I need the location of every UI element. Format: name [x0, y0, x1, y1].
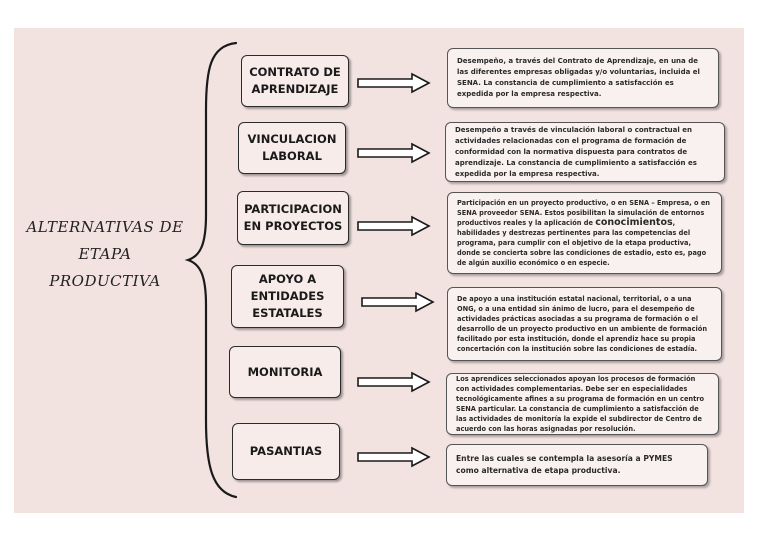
description-text: Desempeño a través de vinculación labora… — [455, 125, 697, 178]
arrow-right-icon — [357, 72, 431, 94]
description-text: Participación en un proyecto productivo,… — [457, 198, 712, 268]
description-text-part: Participación en un proyecto productivo,… — [457, 199, 710, 227]
category-label: EN PROYECTOS — [243, 219, 343, 233]
main-title-line-3: PRODUCTIVA — [49, 272, 161, 290]
category-vinculacion-laboral: VINCULACION LABORAL — [238, 122, 346, 174]
category-label: PASANTIAS — [249, 444, 323, 458]
description-pasantias: Entre las cuales se contempla la asesorí… — [446, 444, 708, 486]
category-apoyo-entidades-estatales: APOYO A ENTIDADES ESTATALES — [231, 265, 344, 328]
description-text: Desempeño, a través del Contrato de Apre… — [457, 57, 700, 98]
category-label: CONTRATO DE — [249, 65, 341, 79]
description-text-part: , habilidades y destrezas pertinentes pa… — [457, 219, 707, 267]
category-label: ESTATALES — [252, 306, 323, 320]
description-apoyo-entidades-estatales: De apoyo a una institución estatal nacio… — [447, 287, 722, 361]
category-monitoria: MONITORIA — [229, 346, 341, 398]
description-text: Entre las cuales se contempla la asesorí… — [456, 454, 673, 475]
description-participacion-proyectos: Participación en un proyecto productivo,… — [447, 192, 722, 274]
description-text: Los aprendices seleccionados apoyan los … — [456, 375, 705, 433]
description-contrato-aprendizaje: Desempeño, a través del Contrato de Apre… — [447, 48, 719, 108]
arrow-right-icon — [361, 291, 435, 313]
category-contrato-aprendizaje: CONTRATO DE APRENDIZAJE — [241, 55, 349, 107]
description-text: De apoyo a una institución estatal nacio… — [457, 295, 708, 353]
description-monitoria: Los aprendices seleccionados apoyan los … — [446, 373, 719, 435]
description-highlight: conocimientos — [595, 217, 673, 228]
category-pasantias: PASANTIAS — [232, 423, 340, 480]
category-label: APRENDIZAJE — [251, 82, 339, 96]
description-vinculacion-laboral: Desempeño a través de vinculación labora… — [445, 122, 725, 182]
arrow-right-icon — [357, 142, 431, 164]
category-participacion-proyectos: PARTICIPACION EN PROYECTOS — [237, 191, 349, 245]
arrow-right-icon — [357, 215, 431, 237]
arrow-right-icon — [357, 371, 431, 393]
category-label: LABORAL — [262, 149, 322, 163]
category-label: PARTICIPACION — [244, 202, 342, 216]
main-title: ALTERNATIVAS DE ETAPA PRODUCTIVA — [20, 214, 190, 295]
main-title-line-2: ETAPA — [78, 245, 132, 263]
category-label: MONITORIA — [247, 364, 323, 379]
main-title-line-1: ALTERNATIVAS DE — [26, 218, 184, 236]
arrow-right-icon — [357, 446, 431, 468]
category-label: ENTIDADES — [250, 289, 325, 303]
category-label: VINCULACION — [247, 132, 337, 146]
category-label: APOYO A — [258, 272, 317, 286]
